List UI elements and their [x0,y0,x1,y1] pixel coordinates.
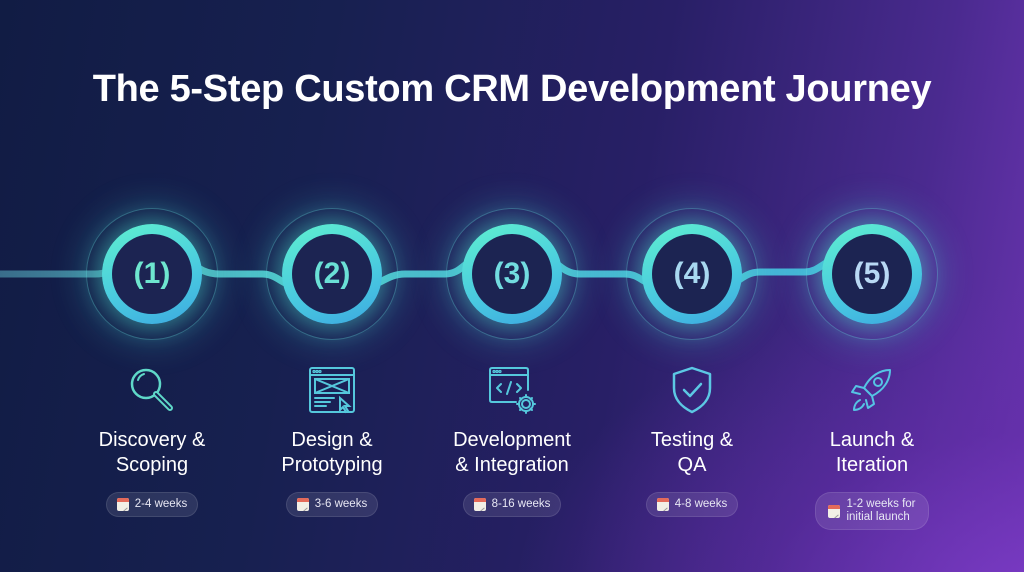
calendar-icon [473,498,486,511]
step-number: (1) [112,234,192,314]
step-2-details: Design &Prototyping 3-6 weeks [242,362,422,517]
shield-check-icon [664,362,720,418]
step-number: (3) [472,234,552,314]
calendar-icon [656,498,669,511]
step-3-details: Development& Integration 8-16 weeks [422,362,602,517]
step-4-details: Testing &QA 4-8 weeks [602,362,782,517]
step-title: Launch &Iteration [829,429,915,476]
step-3-node: (3) [446,208,578,340]
step-number: (5) [832,234,912,314]
step-title: Design &Prototyping [281,429,383,476]
calendar-icon [116,498,129,511]
rocket-icon [844,362,900,418]
duration-badge: 8-16 weeks [462,492,562,517]
step-title: Testing &QA [650,429,734,476]
wireframe-browser-icon [304,362,360,418]
page-title: The 5-Step Custom CRM Development Journe… [92,68,932,110]
duration-badge: 1-2 weeks for initial launch [815,492,929,530]
duration-badge: 3-6 weeks [285,492,379,517]
step-title: Development& Integration [453,429,571,476]
step-5-node: (5) [806,208,938,340]
step-1-node: (1) [86,208,218,340]
step-2-node: (2) [266,208,398,340]
step-title: Discovery &Scoping [98,429,206,476]
duration-badge: 4-8 weeks [645,492,739,517]
magnifying-glass-icon [124,362,180,418]
calendar-icon [296,498,309,511]
step-4-node: (4) [626,208,758,340]
step-number: (2) [292,234,372,314]
step-number: (4) [652,234,732,314]
duration-badge: 2-4 weeks [105,492,199,517]
code-gear-icon [484,362,540,418]
step-1-details: Discovery &Scoping 2-4 weeks [62,362,242,517]
calendar-icon [828,504,841,518]
step-5-details: Launch &Iteration 1-2 weeks for initial … [782,362,962,530]
